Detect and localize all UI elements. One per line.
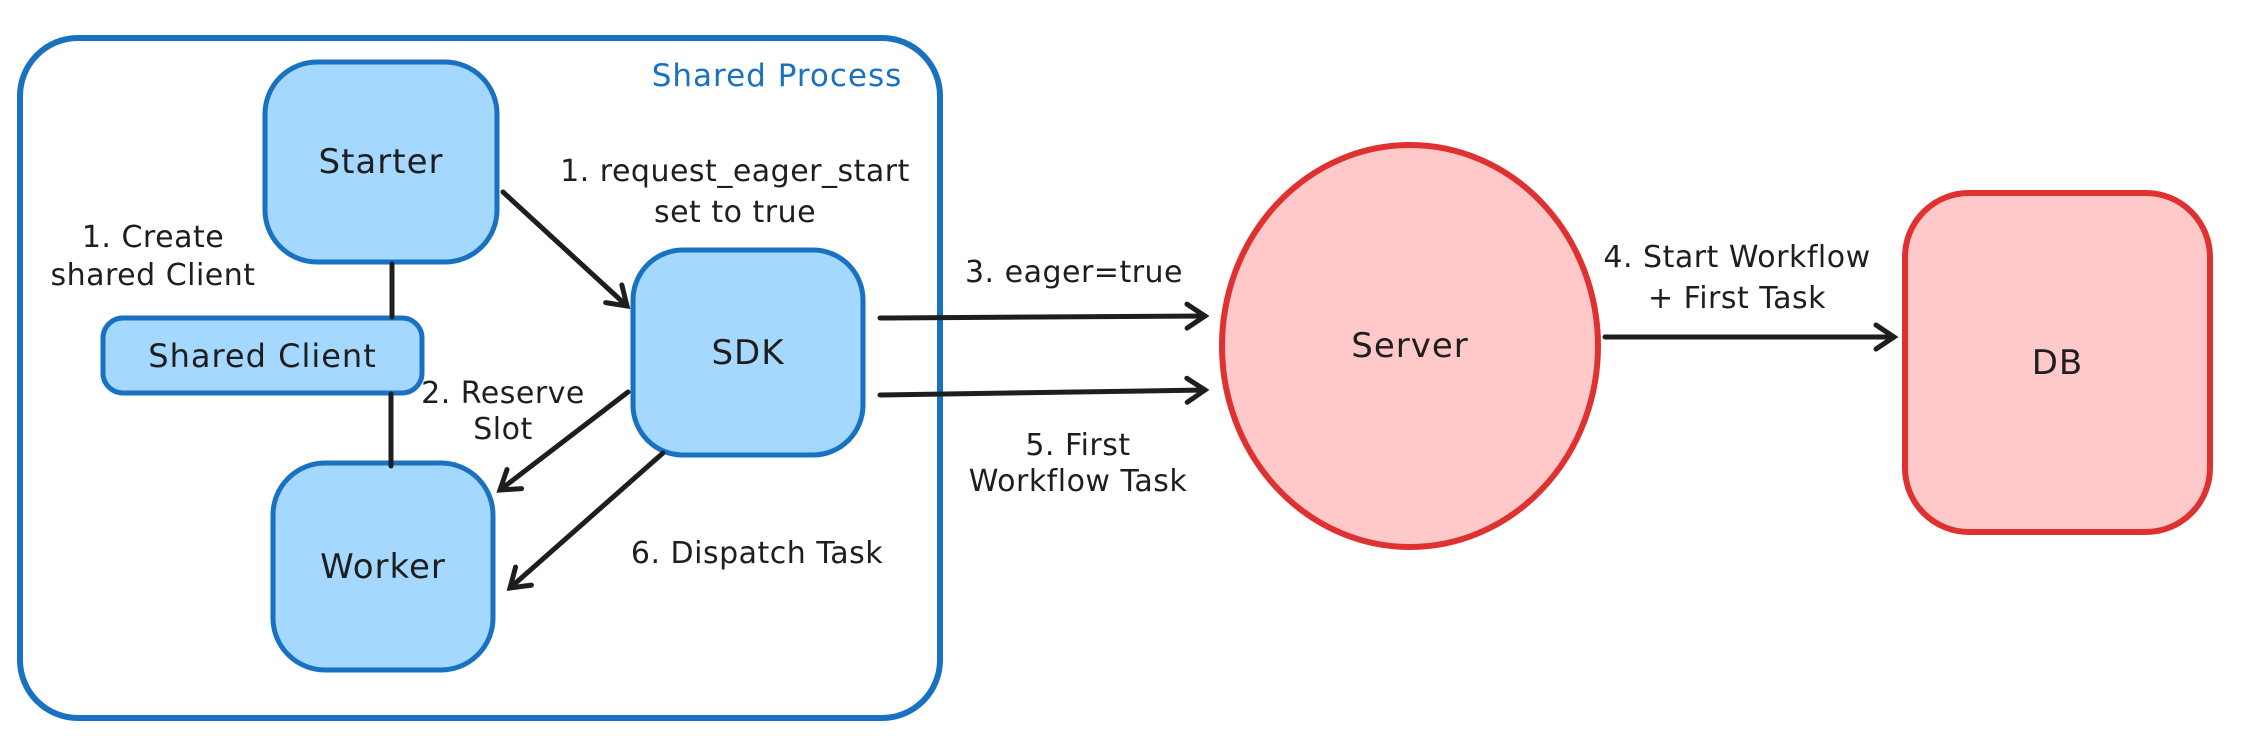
worker-node: [270, 460, 496, 673]
shared-client-node: [100, 315, 425, 396]
arrow-eager-true: [877, 301, 1210, 331]
arrow-first-workflow-task: [877, 375, 1210, 405]
sdk-node: [630, 247, 866, 458]
arrow-request-eager-start: [500, 189, 631, 310]
db-node: [1902, 190, 2213, 535]
arrow-dispatch-task: [506, 450, 666, 591]
starter-node: [262, 59, 500, 265]
server-node: [1219, 142, 1601, 550]
arrow-reserve-slot: [496, 389, 631, 493]
shared-process-container: [17, 35, 943, 721]
